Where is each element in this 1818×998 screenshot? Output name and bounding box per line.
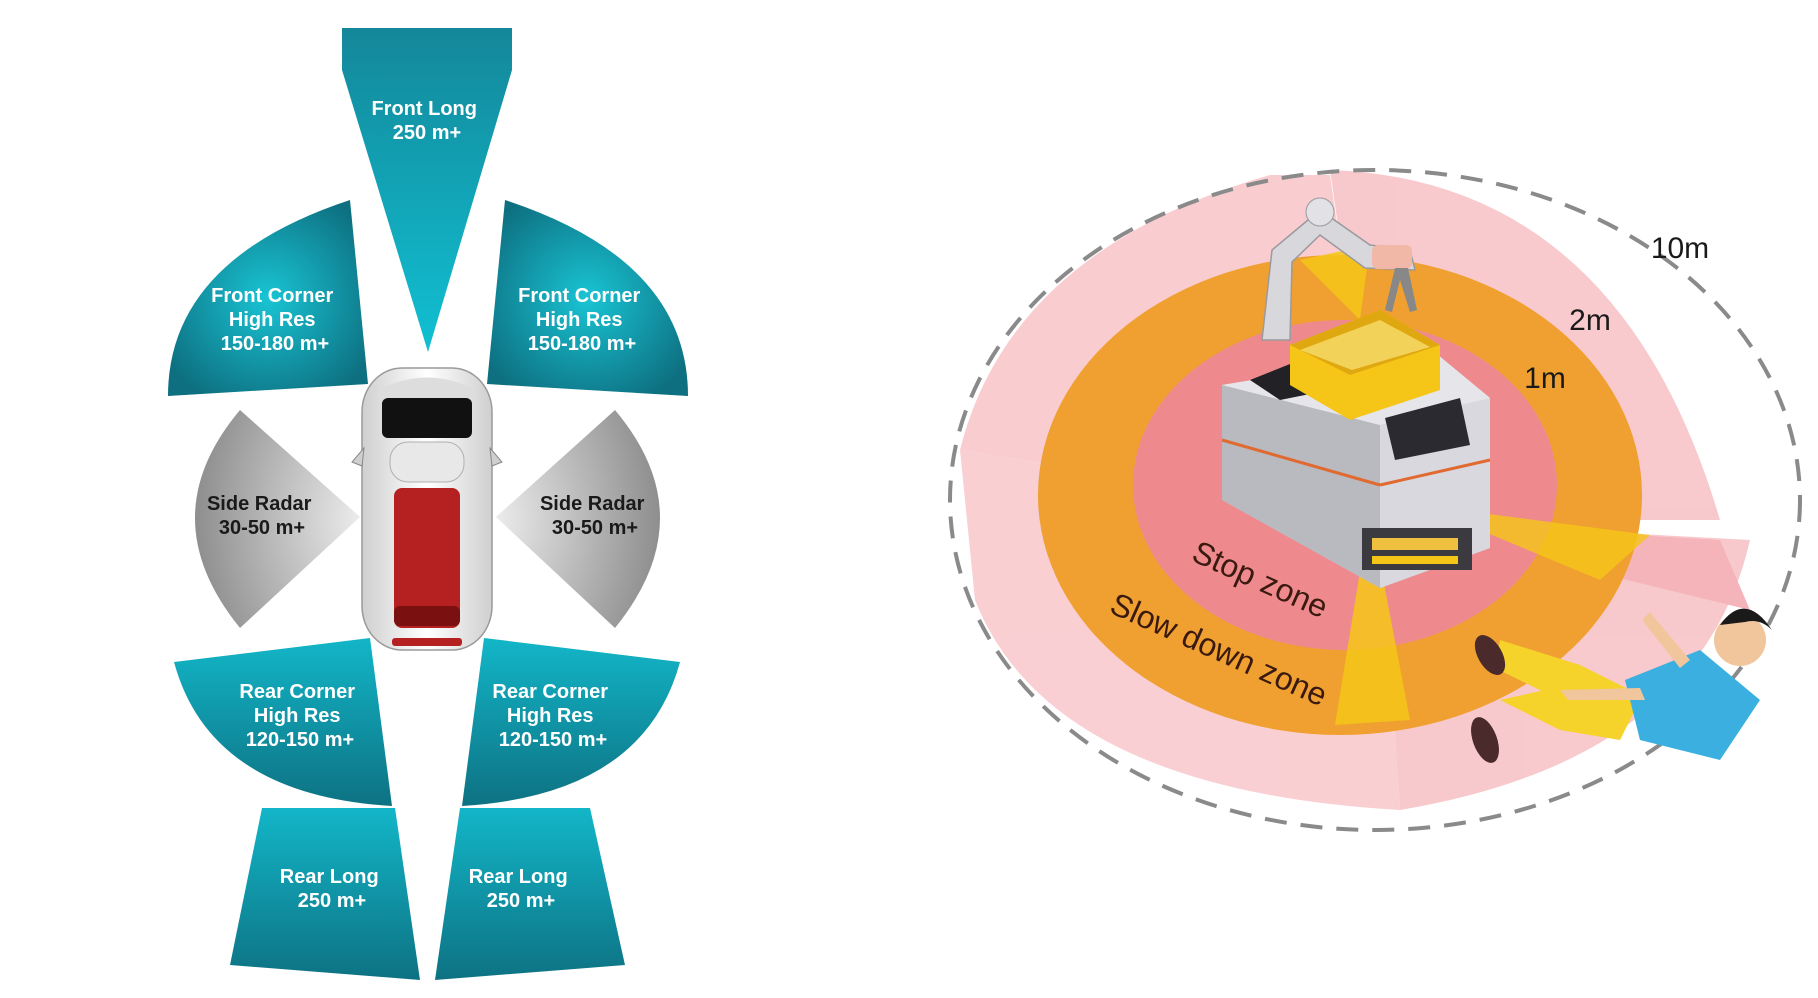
ring-label-10m: 10m: [1651, 232, 1709, 265]
rear-corner-left-label: Rear Corner High Res 120-150 m+: [239, 681, 360, 751]
mobile-robot: [1221, 197, 1491, 588]
rear-long-left-label: Rear Long 250 m+: [280, 866, 384, 912]
rear-corner-right-label: Rear Corner High Res 120-150 m+: [492, 681, 613, 751]
rear-long-left-zone: Rear Long 250 m+: [230, 808, 420, 980]
rear-corner-right-zone: Rear Corner High Res 120-150 m+: [462, 638, 680, 806]
outer-boundary-10m: [948, 168, 1802, 832]
front-long-zone: Front Long 250 m+: [342, 28, 512, 352]
side-radar-left-zone: Side Radar 30-50 m+: [195, 410, 360, 628]
yellow-beam-left: [1335, 510, 1410, 725]
ring-label-2m: 2m: [1569, 304, 1611, 337]
rear-long-right-zone: Rear Long 250 m+: [435, 808, 625, 980]
side-radar-left-label: Side Radar 30-50 m+: [207, 493, 317, 539]
rear-corner-left-zone: Rear Corner High Res 120-150 m+: [174, 638, 392, 806]
side-radar-right-zone: Side Radar 30-50 m+: [496, 410, 660, 628]
rear-long-right-label: Rear Long 250 m+: [469, 866, 573, 912]
front-corner-left-zone: Front Corner High Res 150-180 m+: [168, 200, 368, 396]
car-top-view: [351, 367, 503, 651]
robot-arm: [1261, 209, 1416, 341]
front-corner-left-label: Front Corner High Res 150-180 m+: [211, 285, 339, 355]
falling-person: [1471, 608, 1772, 763]
yellow-beam-top: [1300, 245, 1370, 320]
side-radar-right-label: Side Radar 30-50 m+: [540, 493, 650, 539]
car-sensor-diagram: Front Long 250 m+ Front Corner High Res …: [168, 28, 688, 980]
front-corner-right-zone: Front Corner High Res 150-180 m+: [487, 200, 688, 396]
ring-label-1m: 1m: [1524, 362, 1566, 395]
front-long-label: Front Long 250 m+: [371, 98, 482, 144]
front-corner-right-label: Front Corner High Res 150-180 m+: [518, 285, 646, 355]
robot-safety-diagram: 10m 2m 1m Stop zone Slow down zone: [948, 168, 1802, 832]
